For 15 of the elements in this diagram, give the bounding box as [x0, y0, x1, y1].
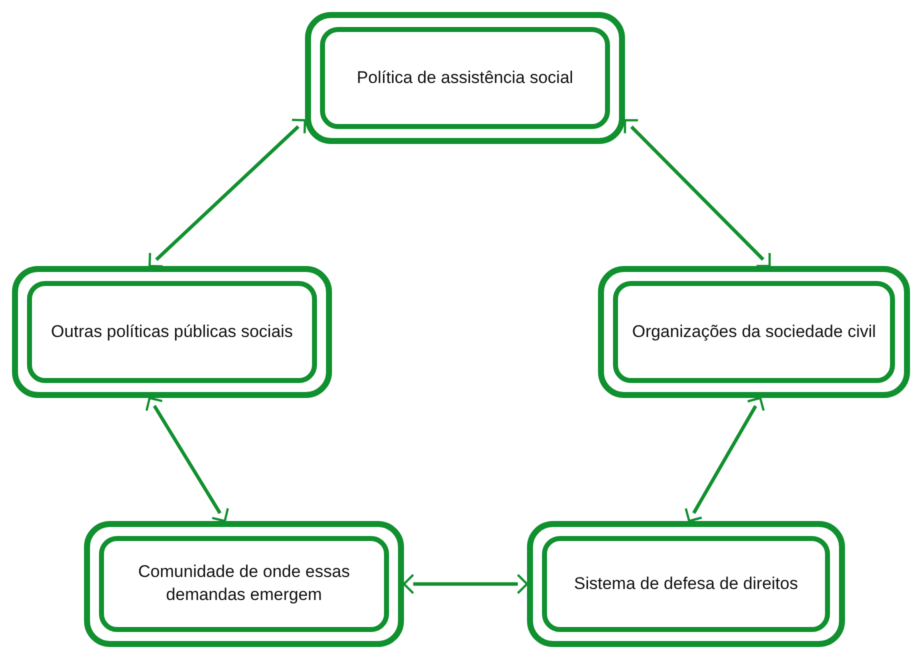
box-label: Outras políticas públicas sociais — [51, 320, 293, 343]
double-bordered-box — [598, 266, 910, 398]
box-label: Sistema de defesa de direitos — [574, 572, 798, 595]
double-arrow — [148, 118, 306, 268]
double-bordered-box — [305, 12, 625, 144]
double-bordered-box — [12, 266, 332, 398]
double-arrow — [145, 396, 229, 522]
double-bordered-box — [84, 521, 404, 647]
double-bordered-box — [527, 521, 845, 647]
box-label: Organizações da sociedade civil — [632, 320, 876, 343]
double-arrow — [684, 396, 765, 522]
box-label: Política de assistência social — [356, 66, 574, 89]
double-arrow — [624, 119, 771, 268]
box-label: Comunidade de onde essas demandas emergem — [137, 561, 351, 606]
double-arrow — [402, 574, 528, 594]
